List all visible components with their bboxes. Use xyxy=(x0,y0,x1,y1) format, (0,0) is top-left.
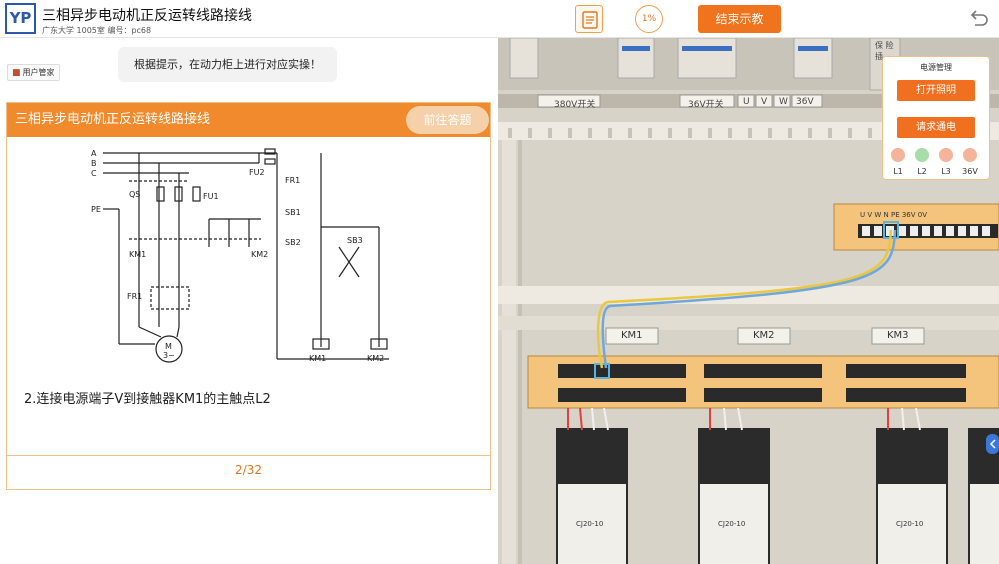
diagram-label-km2: KM2 xyxy=(251,250,268,259)
end-demo-button[interactable]: 结束示教 xyxy=(698,5,781,33)
diagram-label-sb3: SB3 xyxy=(347,236,363,245)
question-card: 三相异步电动机正反运转线路接线 前往答题 xyxy=(6,102,491,490)
circuit-diagram: A B C QS FU1 FU2 PE KM1 KM2 FR1 FR1 SB1 … xyxy=(91,148,389,363)
diagram-label-a: A xyxy=(91,149,97,158)
left-panel: ■用户管家 根据提示，在动力柜上进行对应实操！ 三相异步电动机正反运转线路接线 … xyxy=(0,38,498,564)
card-divider xyxy=(7,455,490,456)
app-logo: YP xyxy=(5,3,36,34)
diagram-label-fr1-ctrl: FR1 xyxy=(285,176,300,185)
diagram-label-fu1: FU1 xyxy=(203,192,219,201)
request-power-button[interactable]: 请求通电 xyxy=(897,117,975,138)
diagram-label-km1: KM1 xyxy=(129,250,146,259)
contactor-model-3: CJ20-10 xyxy=(896,520,924,528)
cabinet-render xyxy=(498,38,999,564)
switch-label-36v: 36V开关 xyxy=(688,100,724,110)
indicator-light-l3 xyxy=(939,148,953,162)
top-rail-label: 保 险 插 xyxy=(875,41,894,61)
top-bar: YP 三相异步电动机正反运转线路接线 广东大学 1005室 编号：pc68 1%… xyxy=(0,0,999,38)
contactor-label-km1: KM1 xyxy=(621,330,643,341)
diagram-label-km1-coil: KM1 xyxy=(309,354,326,363)
indicator-label-36v: 36V xyxy=(962,167,978,176)
diagram-label-fr1: FR1 xyxy=(127,292,142,301)
user-tag-label: 用户管家 xyxy=(22,68,55,77)
indicator-label-l2: L2 xyxy=(917,167,927,176)
page-indicator: 2/32 xyxy=(235,463,262,477)
contactor-label-km3: KM3 xyxy=(887,330,909,341)
indicator-label-l3: L3 xyxy=(941,167,951,176)
goto-answer-button[interactable]: 前往答题 xyxy=(406,106,489,134)
indicator-light-l2 xyxy=(915,148,929,162)
switch-label-v: V xyxy=(761,97,768,107)
back-icon[interactable] xyxy=(970,9,990,27)
indicator-light-l1 xyxy=(891,148,905,162)
progress-indicator: 1% xyxy=(635,5,663,33)
diagram-label-motor-m: M xyxy=(165,342,172,351)
document-icon xyxy=(582,11,598,29)
diagram-label-qs: QS xyxy=(129,190,140,199)
power-management-panel: 电源管理 打开照明 请求通电 L1 L2 L3 36V xyxy=(882,56,990,180)
hint-bubble: 根据提示，在动力柜上进行对应实操！ xyxy=(118,47,337,82)
diagram-label-pe: PE xyxy=(91,205,101,214)
page-subtitle: 广东大学 1005室 编号：pc68 xyxy=(42,26,152,35)
diagram-label-b: B xyxy=(91,159,97,168)
switch-label-380v: 380V开关 xyxy=(554,100,596,110)
terminal-strip-label: U V W N PE 36V 0V xyxy=(860,211,928,219)
contactor-label-km2: KM2 xyxy=(753,330,775,341)
card-title: 三相异步电动机正反运转线路接线 xyxy=(15,112,211,127)
user-tag[interactable]: ■用户管家 xyxy=(7,64,60,81)
switch-label-w: W xyxy=(779,97,788,107)
contactor-model-2: CJ20-10 xyxy=(718,520,746,528)
switch-label-u: U xyxy=(743,97,750,107)
indicator-label-l1: L1 xyxy=(893,167,903,176)
diagram-label-sb1: SB1 xyxy=(285,208,301,217)
diagram-label-c: C xyxy=(91,169,97,178)
switch-label-36v-out: 36V xyxy=(796,97,814,107)
diagram-label-fu2: FU2 xyxy=(249,168,265,177)
document-button[interactable] xyxy=(575,5,603,33)
indicator-light-36v xyxy=(963,148,977,162)
diagram-label-km2-coil: KM2 xyxy=(367,354,384,363)
page-title: 三相异步电动机正反运转线路接线 xyxy=(42,8,252,24)
card-header: 三相异步电动机正反运转线路接线 前往答题 xyxy=(7,103,490,137)
contactor-model-1: CJ20-10 xyxy=(576,520,604,528)
user-icon: ■ xyxy=(12,68,21,78)
diagram-label-motor-3: 3~ xyxy=(163,351,175,360)
power-panel-title: 电源管理 xyxy=(920,63,952,72)
diagram-label-sb2: SB2 xyxy=(285,238,301,247)
turn-on-light-button[interactable]: 打开照明 xyxy=(897,80,975,101)
question-text: 2.连接电源端子V到接触器KM1的主触点L2 xyxy=(24,392,271,407)
